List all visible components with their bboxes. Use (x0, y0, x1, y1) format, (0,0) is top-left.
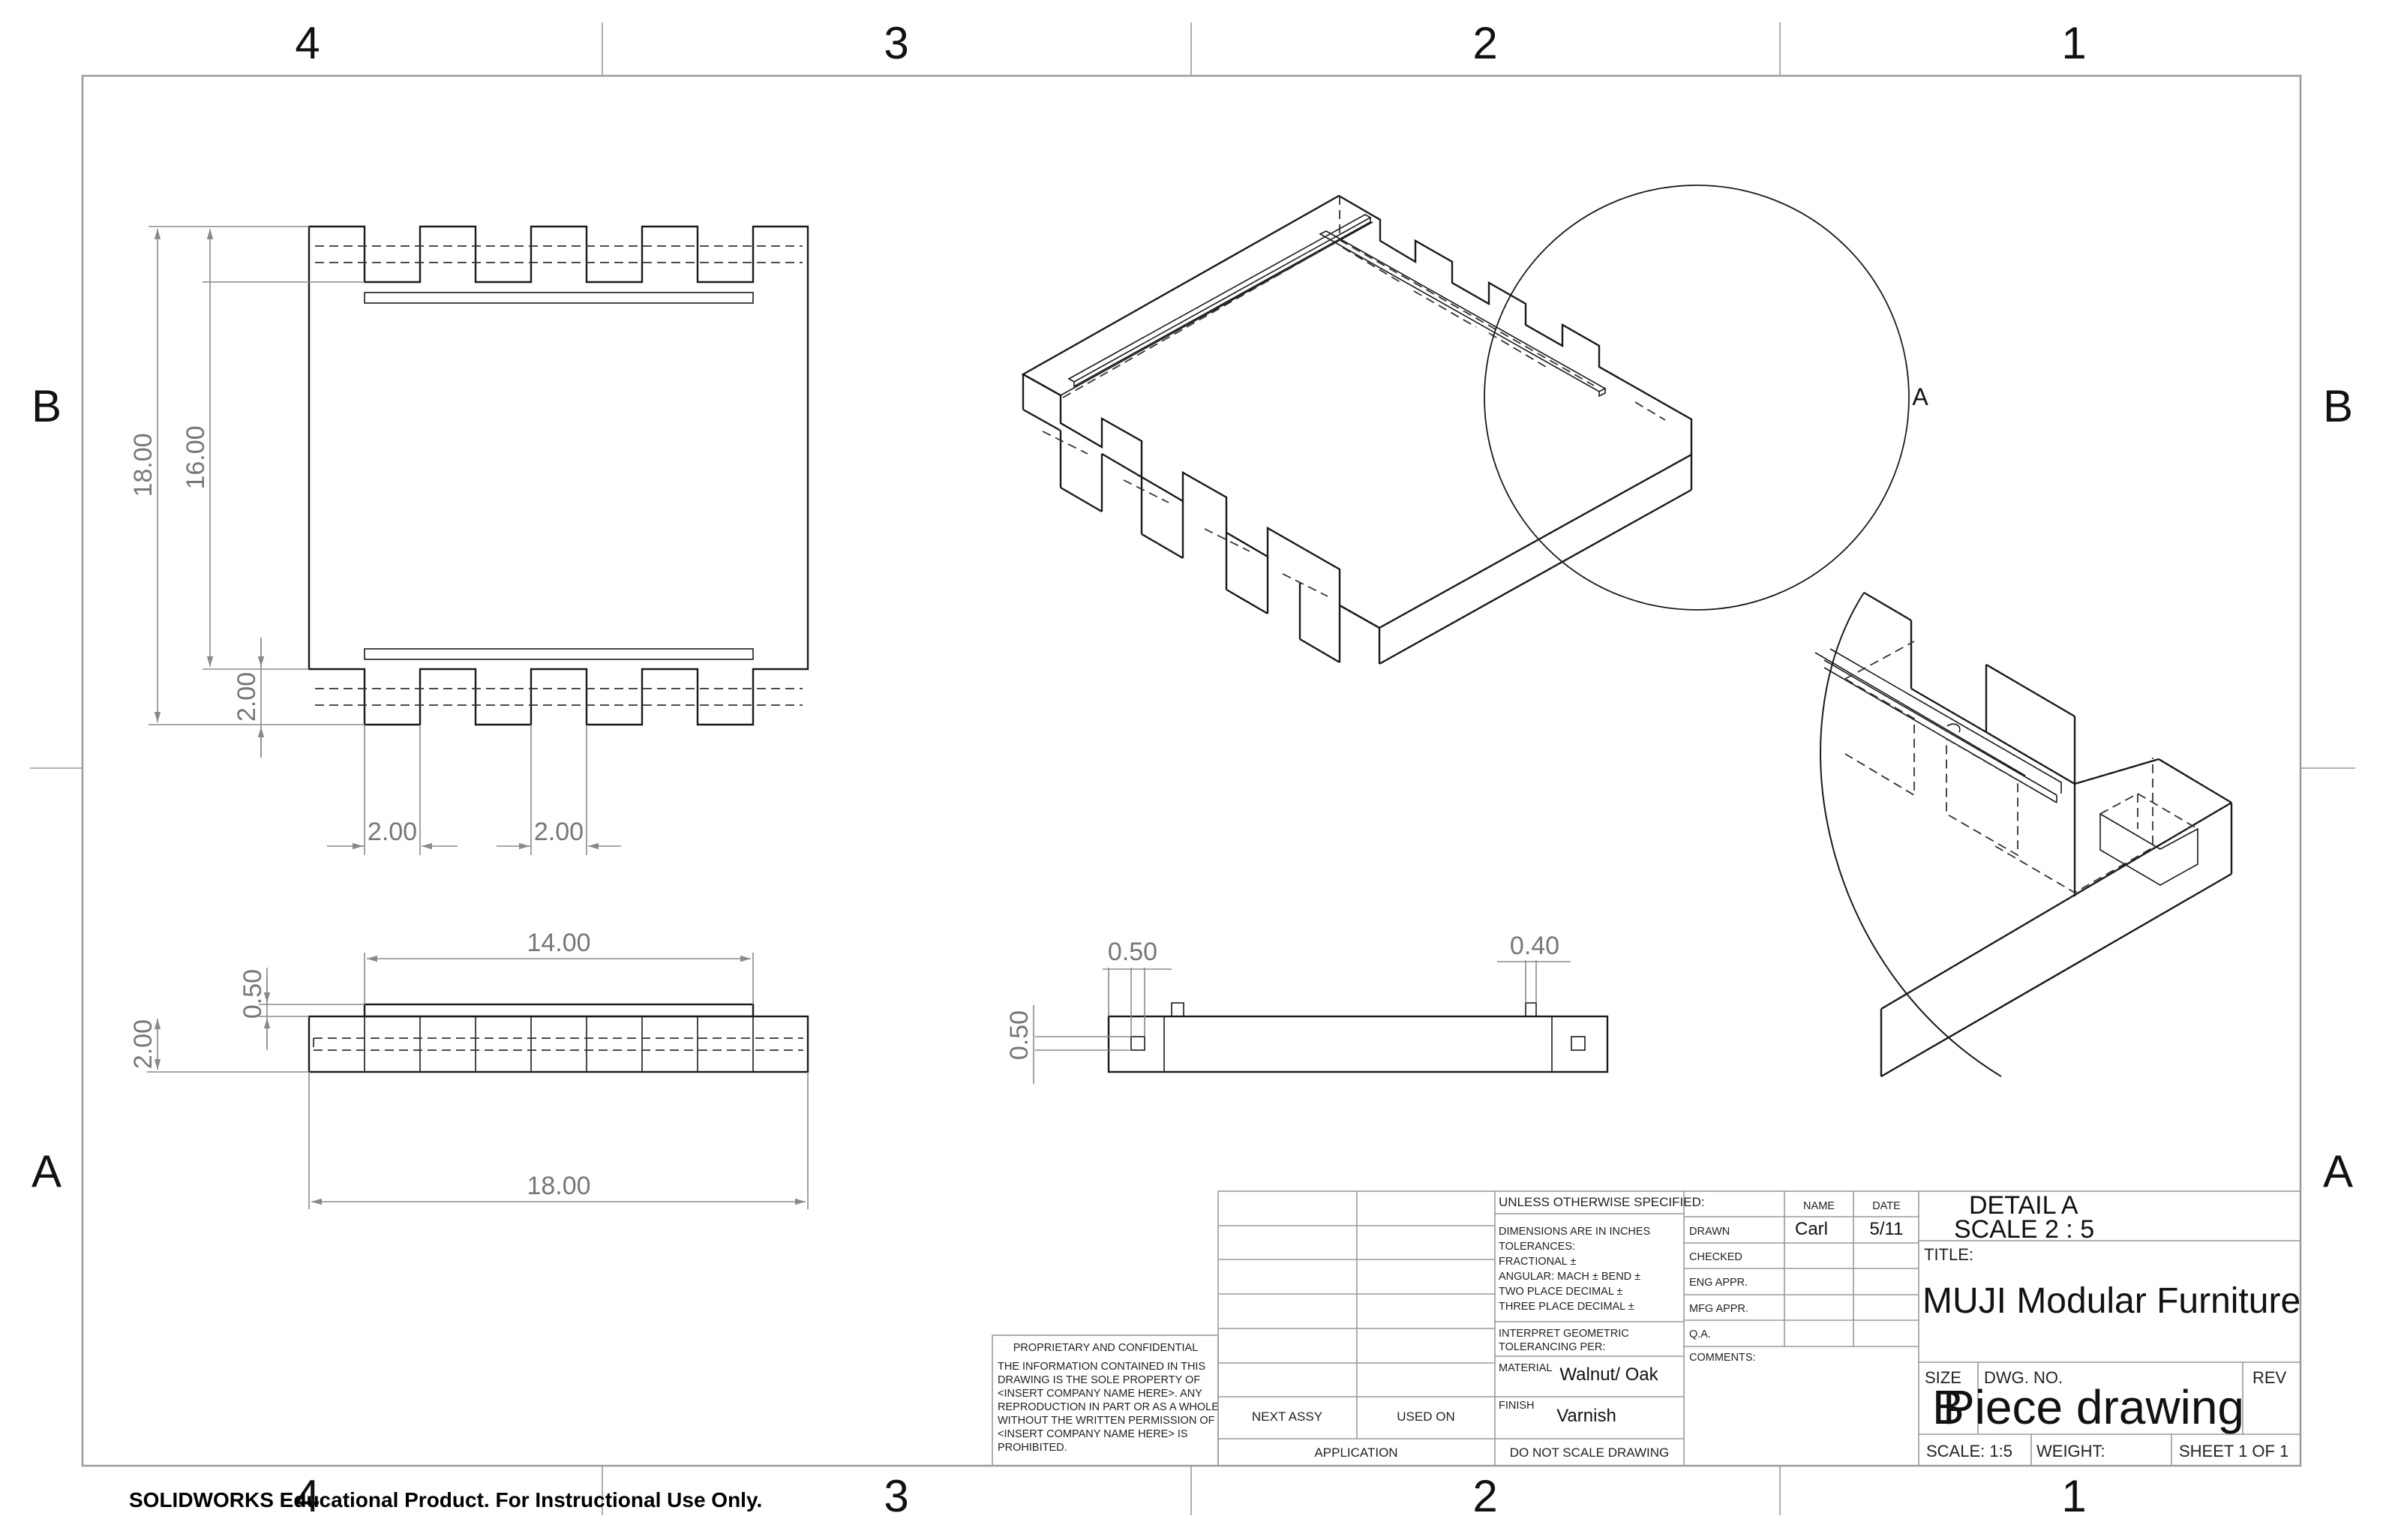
proprietary-line-4: REPRODUCTION IN PART OR AS A WHOLE (998, 1401, 1219, 1413)
drawn-date: 5/11 (1870, 1219, 1904, 1239)
front-view-dimensions: 14.00 0.50 2.00 18.00 (129, 929, 809, 1209)
side-view-body (1107, 1015, 1609, 1073)
dim-rail-height: 0.50 (239, 969, 267, 1019)
detail-callout-label: A (1912, 383, 1928, 410)
proprietary-line-5: WITHOUT THE WRITTEN PERMISSION OF (998, 1415, 1215, 1427)
drawn-name: Carl (1795, 1219, 1828, 1239)
zone-labels: 4 3 2 1 4 3 2 1 B B A A (32, 18, 2353, 1521)
title-label: TITLE: (1924, 1245, 1973, 1264)
application-label: APPLICATION (1314, 1445, 1397, 1460)
proprietary-line-6: <INSERT COMPANY NAME HERE> IS (998, 1428, 1188, 1440)
material-label: MATERIAL (1499, 1362, 1552, 1374)
proprietary-line-1: THE INFORMATION CONTAINED IN THIS (998, 1361, 1205, 1373)
dim-overall-height: 18.00 (129, 433, 158, 497)
top-rail-slot (364, 292, 754, 304)
side-view-dimensions: 0.50 0.40 0.50 (1005, 932, 1571, 1084)
tolerance-line-2: TOLERANCES: (1499, 1241, 1575, 1253)
educational-watermark: SOLIDWORKS Educational Product. For Inst… (129, 1488, 763, 1511)
zone-col-3-top: 3 (884, 18, 908, 68)
interpret-line-1: INTERPRET GEOMETRIC (1499, 1328, 1629, 1340)
dim-tab-height: 2.00 (233, 672, 261, 722)
dim-tab-width-1: 2.00 (368, 818, 417, 846)
dim-inner-height: 16.00 (182, 425, 210, 489)
drawn-label: DRAWN (1689, 1226, 1730, 1238)
zone-col-3-bottom: 3 (884, 1471, 908, 1521)
dim-side-left-width: 0.50 (1108, 938, 1157, 966)
zone-col-1-bottom: 1 (2061, 1471, 2086, 1521)
proprietary-line-3: <INSERT COMPANY NAME HERE>. ANY (998, 1388, 1202, 1400)
zone-col-1-top: 1 (2061, 18, 2086, 68)
proprietary-line-2: DRAWING IS THE SOLE PROPERTY OF (998, 1374, 1200, 1386)
proprietary-line-7: PROHIBITED. (998, 1442, 1067, 1454)
side-view (1107, 1002, 1609, 1073)
detail-callout-a: A (1484, 185, 1928, 611)
dim-tab-width-2: 2.00 (534, 818, 584, 846)
zone-col-2-top: 2 (1472, 18, 1497, 68)
tolerance-line-3: FRACTIONAL ± (1499, 1256, 1576, 1268)
zone-row-b-right: B (2323, 381, 2353, 431)
mfg-appr-label: MFG APPR. (1689, 1303, 1748, 1315)
used-on-label: USED ON (1397, 1409, 1454, 1424)
tolerance-line-4: ANGULAR: MACH ± BEND ± (1499, 1271, 1640, 1283)
front-view-rail (363, 1003, 755, 1018)
tolerance-line-1: DIMENSIONS ARE IN INCHES (1499, 1226, 1650, 1238)
bottom-rail-slot (364, 648, 754, 660)
size-label: SIZE (1925, 1368, 1961, 1387)
top-view-outline (308, 225, 809, 726)
top-view-dimensions: 18.00 16.00 2.00 2.00 2.00 (129, 226, 621, 855)
scale-value: SCALE: 1:5 (1926, 1442, 2012, 1460)
next-assy-label: NEXT ASSY (1252, 1409, 1322, 1424)
sheet-label: SHEET 1 OF 1 (2179, 1442, 2288, 1460)
dwg-no-value: Piece drawing (1943, 1380, 2244, 1434)
zone-col-4-bottom: 4 (295, 1471, 320, 1521)
dim-side-right-width: 0.40 (1510, 932, 1559, 960)
dim-overall-width: 18.00 (527, 1172, 590, 1200)
comments-label: COMMENTS: (1689, 1352, 1756, 1364)
finish-label: FINISH (1499, 1400, 1535, 1412)
weight-label: WEIGHT: (2036, 1442, 2105, 1460)
finish-value: Varnish (1556, 1406, 1616, 1426)
qa-label: Q.A. (1689, 1328, 1711, 1340)
proprietary-heading: PROPRIETARY AND CONFIDENTIAL (1013, 1342, 1199, 1354)
name-header: NAME (1803, 1200, 1835, 1212)
date-header: DATE (1872, 1200, 1901, 1212)
dwg-no-label: DWG. NO. (1984, 1368, 2063, 1387)
zone-row-a-right: A (2323, 1146, 2353, 1196)
do-not-scale: DO NOT SCALE DRAWING (1510, 1445, 1670, 1460)
checked-label: CHECKED (1689, 1251, 1742, 1263)
drawing-title: MUJI Modular Furniture (1922, 1281, 2300, 1321)
dim-rail-length: 14.00 (527, 929, 590, 957)
tolerance-line-5: TWO PLACE DECIMAL ± (1499, 1286, 1622, 1298)
tolerance-line-6: THREE PLACE DECIMAL ± (1499, 1301, 1634, 1313)
eng-appr-label: ENG APPR. (1689, 1277, 1748, 1289)
interpret-line-2: TOLERANCING PER: (1499, 1341, 1605, 1353)
size-value: B (1932, 1380, 1964, 1434)
zone-col-2-bottom: 2 (1472, 1471, 1497, 1521)
title-block: PROPRIETARY AND CONFIDENTIAL THE INFORMA… (992, 1190, 2301, 1466)
front-view-body (308, 1015, 809, 1073)
rev-label: REV (2252, 1368, 2287, 1387)
detail-title: DETAIL A (1969, 1191, 2078, 1220)
zone-row-a-left: A (32, 1146, 62, 1196)
detail-view-a (1814, 591, 2233, 1078)
zone-col-4-top: 4 (295, 18, 320, 68)
isometric-view (1021, 194, 1693, 665)
front-view (308, 1003, 809, 1073)
material-value: Walnut/ Oak (1559, 1364, 1658, 1385)
detail-scale: SCALE 2 : 5 (1954, 1215, 2094, 1244)
zone-row-b-left: B (32, 381, 62, 431)
dim-side-left-height: 0.50 (1005, 1010, 1034, 1060)
detail-circle (1484, 185, 1910, 611)
dim-thickness: 2.00 (129, 1019, 158, 1069)
top-view (308, 225, 809, 726)
unless-specified: UNLESS OTHERWISE SPECIFIED: (1499, 1195, 1705, 1209)
